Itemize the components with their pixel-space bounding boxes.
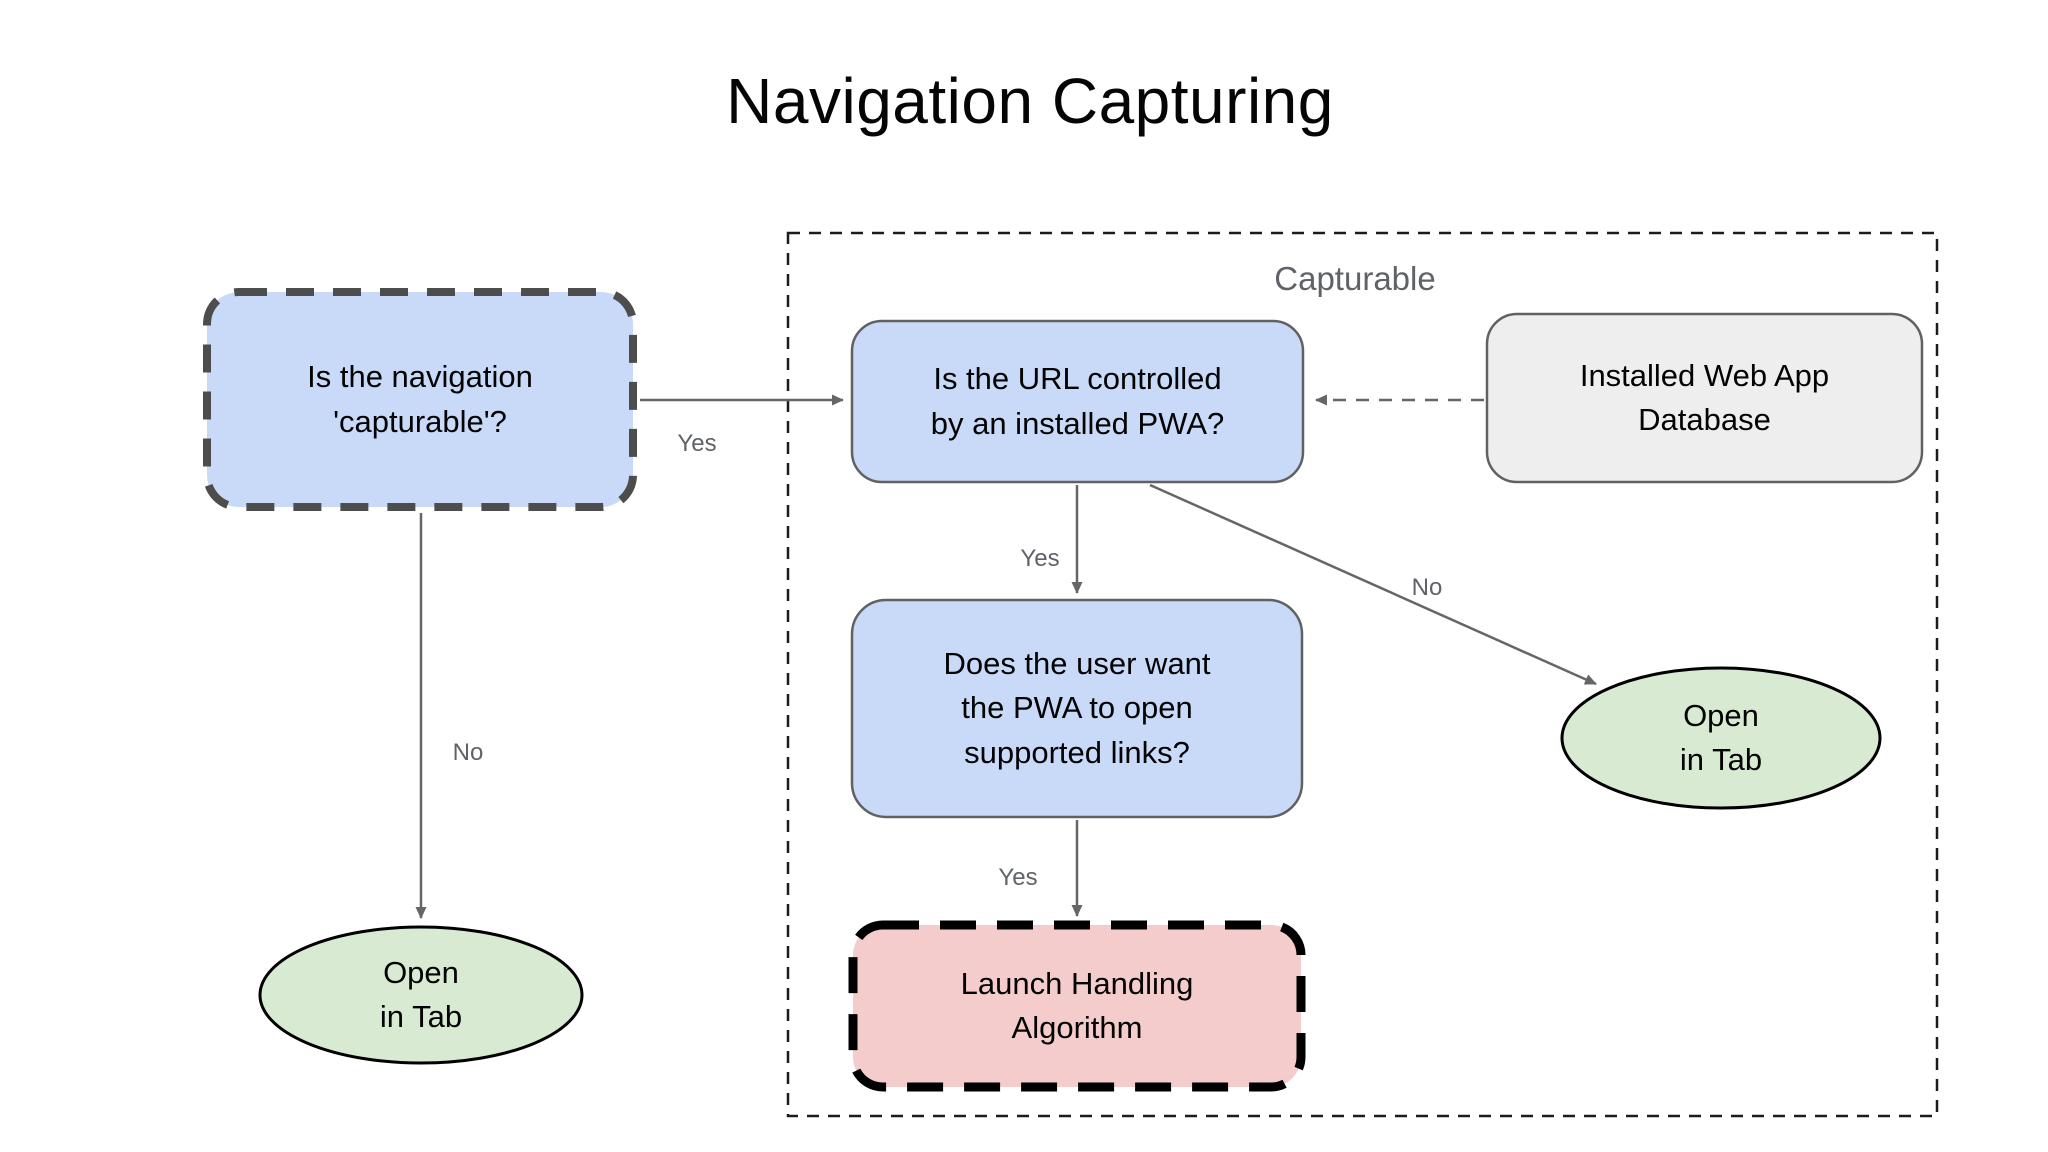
node-url-controlled: Is the URL controlled by an installed PW… [930,361,1225,441]
node-open-in-tab-left-shape [258,925,584,1065]
node-capturable-question: Is the navigation 'capturable'? [307,359,533,439]
edge-label-no-url: No [1411,574,1443,601]
edge-no-url-to-tab-right [1149,483,1597,686]
node-user-wants-links-shape [850,598,1304,819]
node-open-in-tab-right-shape [1560,666,1882,810]
capturable-group-outline [786,231,1939,1118]
capturable-group-label: Capturable [1274,260,1436,297]
node-user-wants-links: Does the user want the PWA to open suppo… [943,646,1211,770]
node-installed-db: Installed Web App Database [1579,357,1830,437]
node-capturable-question-shape [203,288,637,511]
edge-label-yes-capturable: Yes [677,430,717,457]
node-open-in-tab-left: Open in Tab [379,954,463,1034]
node-launch-handling-shape [848,920,1306,1092]
edge-label-no-capturable: No [452,739,484,766]
diagram-title: Navigation Capturing [726,65,1334,137]
node-installed-db-shape [1485,312,1924,484]
node-url-controlled-shape [850,319,1305,484]
edge-label-yes-userwants: Yes [998,864,1038,891]
node-open-in-tab-right: Open in Tab [1679,697,1763,777]
node-launch-handling: Launch Handling Algorithm [960,965,1194,1045]
edge-label-yes-url: Yes [1020,545,1060,572]
